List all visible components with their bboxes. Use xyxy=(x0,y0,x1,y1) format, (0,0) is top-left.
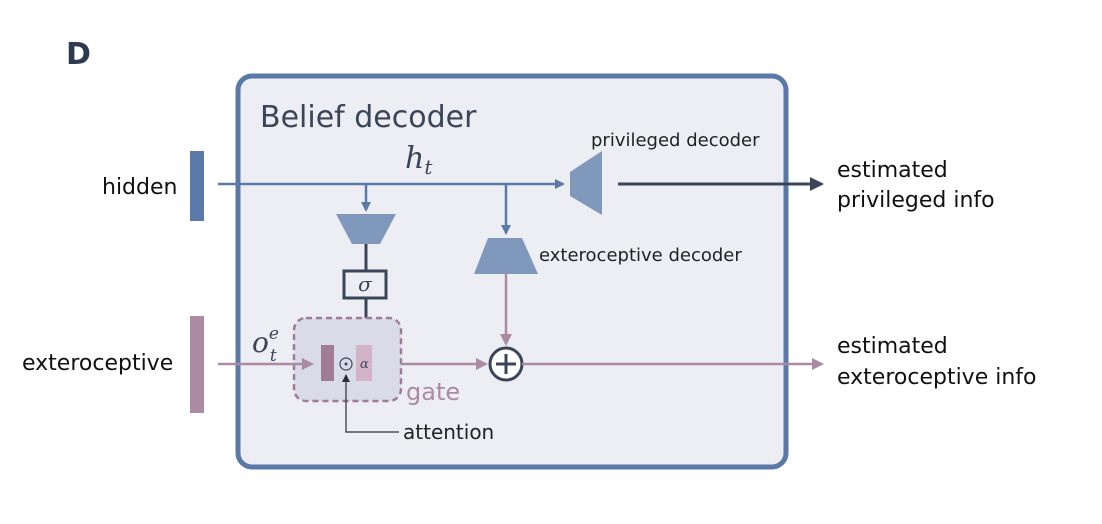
gate-box xyxy=(292,316,403,403)
exteroceptive-output-line2: exteroceptive info xyxy=(837,365,1037,390)
o-base: o xyxy=(252,326,269,359)
attention-weight-bar xyxy=(356,345,372,381)
privileged-decoder-shape xyxy=(570,151,602,215)
privileged-decoder-label: privileged decoder xyxy=(591,130,760,151)
exteroceptive-decoder-shape xyxy=(474,238,538,274)
gate-label: gate xyxy=(406,378,460,406)
privileged-output-line1: estimated xyxy=(837,158,948,183)
h-t-label: ht xyxy=(405,141,433,179)
o-sub: t xyxy=(270,346,277,366)
privileged-output-line2: privileged info xyxy=(837,188,995,213)
h-t-sub: t xyxy=(424,155,433,179)
attention-encoder-shape xyxy=(336,214,396,244)
exteroceptive-output-line1: estimated xyxy=(837,334,948,359)
panel-letter: D xyxy=(66,37,91,72)
exteroceptive-decoder-label: exteroceptive decoder xyxy=(539,245,742,266)
exteroceptive-input-bar xyxy=(190,316,204,413)
sigma-symbol: σ xyxy=(358,272,373,296)
attention-pointer xyxy=(342,374,399,433)
alpha-symbol: α xyxy=(360,357,369,372)
hidden-input-label: hidden xyxy=(102,175,177,200)
box-title: Belief decoder xyxy=(260,100,477,135)
hadamard-dot xyxy=(344,362,348,366)
gate-feature-bar xyxy=(321,345,334,381)
o-sup: e xyxy=(269,324,279,344)
attention-label: attention xyxy=(403,420,494,444)
exteroceptive-input-label: exteroceptive xyxy=(22,351,173,376)
hidden-input-bar xyxy=(190,151,204,221)
hadamard-circle xyxy=(339,357,353,371)
h-t-base: h xyxy=(405,141,424,176)
